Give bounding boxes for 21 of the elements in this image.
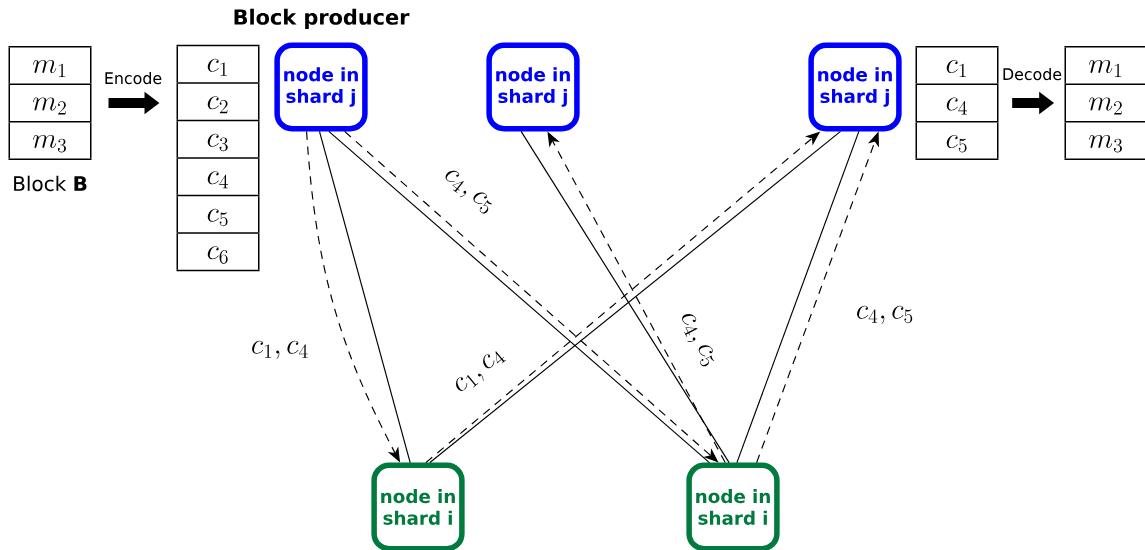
table: $m_1$ $m_2$ $m_3$ (1063, 46, 1145, 160)
line (520, 130, 730, 464)
edge-label: $c_1, c_4$ (449, 344, 511, 400)
line (736, 130, 860, 464)
edge-label: $c_1, c_4$ (249, 339, 311, 361)
rounded-box: node in shard j (808, 42, 902, 132)
edge-label: Decode (1003, 67, 1062, 81)
rounded-box: node in shard i (371, 462, 465, 550)
table: $c_1$ $c_2$ $c_3$ $c_4$ $c_5$ $c_6$ (175, 44, 261, 272)
edge-label: $c_4, c_5$ (437, 164, 499, 220)
edge-label: Encode (105, 71, 162, 85)
rounded-box: node in shard j (486, 42, 580, 132)
edge-label: $c_4, c_5$ (673, 307, 721, 373)
rounded-box: node in shard j (274, 42, 368, 132)
line (318, 130, 411, 464)
node-label: Block B (14, 175, 87, 192)
table: $c_1$ $c_4$ $c_5$ (914, 46, 1000, 160)
edge-label: $c_4, c_5$ (854, 304, 916, 326)
table: $m_1$ $m_2$ $m_3$ (7, 46, 93, 160)
heading: Block producer (234, 8, 410, 29)
rounded-box: node in shard i (686, 462, 780, 550)
